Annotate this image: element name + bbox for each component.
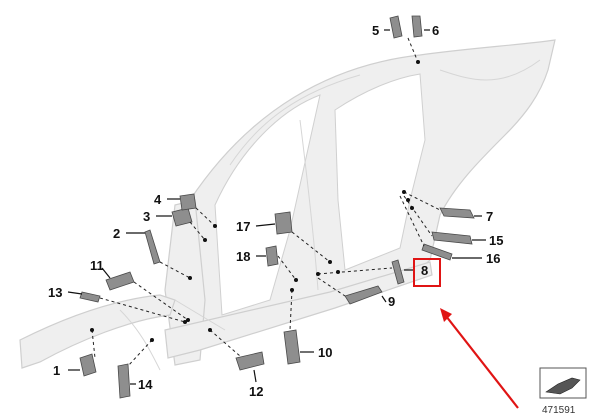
part-17-bracket: [274, 211, 293, 235]
parts: [79, 15, 475, 399]
part-8-bracket: [391, 259, 405, 285]
part-16-bracket: [421, 243, 453, 261]
reference-number: 471591: [542, 405, 576, 416]
part-11-bracket: [105, 271, 135, 291]
callout-8: 8: [421, 263, 428, 278]
part-4-bracket: [179, 193, 197, 211]
callout-12: 12: [249, 384, 263, 399]
part-14-bracket: [117, 363, 131, 399]
red-pointer-arrow: [440, 308, 519, 409]
part-5-bracket: [389, 15, 403, 39]
callout-15: 15: [489, 233, 503, 248]
callouts: 1 2 3 4 5 6 7 8 9 10 11 12 13 14 15 16 1…: [48, 23, 503, 399]
part-10-bracket: [283, 329, 301, 365]
location-lines: [90, 37, 441, 367]
callout-9: 9: [388, 294, 395, 309]
callout-1: 1: [53, 363, 60, 378]
callout-13: 13: [48, 285, 62, 300]
part-1-bracket: [79, 353, 97, 377]
part-18-bracket: [265, 245, 279, 267]
callout-5: 5: [372, 23, 379, 38]
part-6-bracket: [411, 15, 423, 38]
callout-7: 7: [486, 209, 493, 224]
callout-3: 3: [143, 209, 150, 224]
reference-badge: 471591: [539, 367, 587, 416]
body-side-frame: [19, 39, 556, 371]
callout-16: 16: [486, 251, 500, 266]
callout-6: 6: [432, 23, 439, 38]
highlight-box-callout-8: [413, 258, 441, 287]
callout-11: 11: [90, 258, 104, 273]
part-7-bracket: [439, 207, 475, 219]
car-outline-icon: [545, 377, 581, 395]
part-13-bracket: [79, 291, 101, 303]
callout-10: 10: [318, 345, 332, 360]
callout-14: 14: [138, 377, 153, 392]
callout-17: 17: [236, 219, 250, 234]
callout-18: 18: [236, 249, 250, 264]
part-2-rail: [144, 229, 161, 265]
callout-2: 2: [113, 226, 120, 241]
part-12-bracket: [235, 351, 265, 371]
part-15-bracket: [431, 231, 473, 245]
leader-lines: [67, 29, 486, 385]
callout-4: 4: [154, 192, 162, 207]
part-9-bracket: [344, 285, 383, 305]
